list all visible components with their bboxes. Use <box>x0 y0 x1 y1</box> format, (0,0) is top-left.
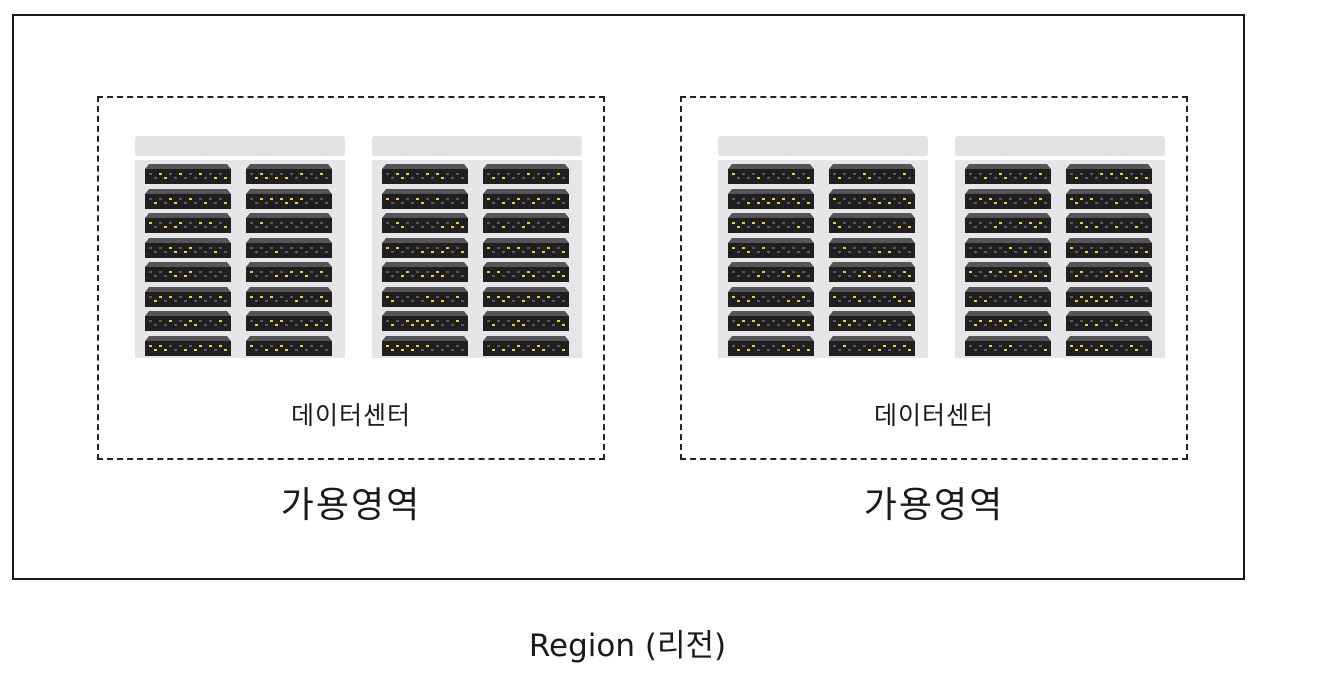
server-rack <box>372 136 582 358</box>
server-unit <box>145 237 231 258</box>
server-unit <box>382 213 468 233</box>
rack-top <box>372 136 582 156</box>
server-unit <box>382 262 468 282</box>
server-unit <box>965 213 1051 233</box>
server-unit <box>965 262 1051 282</box>
server-unit <box>483 335 569 356</box>
server-unit <box>145 213 231 233</box>
rack-body <box>372 160 582 358</box>
server-unit <box>1066 311 1152 331</box>
server-unit <box>145 286 231 307</box>
server-unit <box>145 188 231 209</box>
rack-body <box>135 160 345 358</box>
server-unit <box>728 286 814 307</box>
server-unit <box>829 164 915 184</box>
server-unit <box>728 164 814 184</box>
server-unit <box>246 213 332 233</box>
server-unit <box>829 262 915 282</box>
datacenter-label: 데이터센터 <box>873 401 994 430</box>
server-unit <box>483 164 569 184</box>
server-unit <box>965 237 1051 258</box>
server-unit <box>728 311 814 331</box>
server-unit <box>382 311 468 331</box>
availability-zone-label: 가용영역 <box>280 485 422 526</box>
server-unit <box>382 335 468 356</box>
server-unit <box>483 286 569 307</box>
region-box <box>12 14 1245 580</box>
server-unit <box>145 164 231 184</box>
server-unit <box>483 188 569 209</box>
datacenter-label: 데이터센터 <box>290 401 411 430</box>
server-unit <box>1066 262 1152 282</box>
server-unit <box>1066 188 1152 209</box>
server-unit <box>246 311 332 331</box>
server-unit <box>1066 335 1152 356</box>
rack-body <box>718 160 928 358</box>
server-unit <box>246 262 332 282</box>
server-unit <box>246 335 332 356</box>
server-unit <box>728 335 814 356</box>
availability-zone-box: 데이터센터 <box>680 96 1188 460</box>
server-unit <box>145 335 231 356</box>
server-unit <box>829 188 915 209</box>
server-unit <box>382 237 468 258</box>
availability-zone-box: 데이터센터 <box>97 96 605 460</box>
server-unit <box>965 286 1051 307</box>
rack-top <box>955 136 1165 156</box>
rack-top <box>718 136 928 156</box>
server-unit <box>965 335 1051 356</box>
availability-zone-label: 가용영역 <box>863 485 1005 526</box>
server-unit <box>145 262 231 282</box>
server-rack <box>718 136 928 358</box>
server-unit <box>1066 164 1152 184</box>
server-unit <box>246 164 332 184</box>
rack-body <box>955 160 1165 358</box>
server-unit <box>728 237 814 258</box>
server-unit <box>483 237 569 258</box>
server-unit <box>145 311 231 331</box>
region-label: Region (리전) <box>528 628 727 664</box>
server-unit <box>1066 213 1152 233</box>
server-unit <box>483 311 569 331</box>
server-rack <box>955 136 1165 358</box>
server-unit <box>483 262 569 282</box>
server-unit <box>382 164 468 184</box>
server-unit <box>829 286 915 307</box>
rack-top <box>135 136 345 156</box>
server-unit <box>965 311 1051 331</box>
server-unit <box>728 188 814 209</box>
server-unit <box>483 213 569 233</box>
server-unit <box>829 311 915 331</box>
server-unit <box>1066 286 1152 307</box>
server-unit <box>829 335 915 356</box>
server-unit <box>246 188 332 209</box>
server-unit <box>965 188 1051 209</box>
server-unit <box>246 237 332 258</box>
server-unit <box>382 286 468 307</box>
server-unit <box>829 213 915 233</box>
server-unit <box>1066 237 1152 258</box>
server-unit <box>246 286 332 307</box>
server-unit <box>965 164 1051 184</box>
server-unit <box>829 237 915 258</box>
server-unit <box>382 188 468 209</box>
server-rack <box>135 136 345 358</box>
server-unit <box>728 213 814 233</box>
server-unit <box>728 262 814 282</box>
